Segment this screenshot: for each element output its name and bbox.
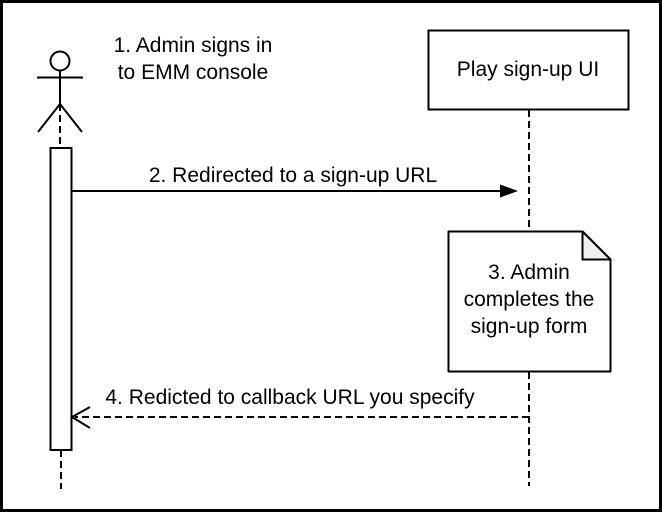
message-4-open-arrowhead-icon <box>70 406 91 429</box>
note-label-line3: sign-up form <box>470 315 588 338</box>
play-signup-box-label: Play sign-up UI <box>456 58 600 81</box>
activation-bar <box>49 147 73 451</box>
note-shape <box>447 230 612 373</box>
note-label: 3. Admin completes the sign-up form <box>448 259 610 340</box>
message-2-arrowhead-icon <box>500 184 518 198</box>
actor-head <box>49 50 71 72</box>
step1-label: 1. Admin signs in to EMM console <box>73 32 313 86</box>
step4-label: 4. Redicted to callback URL you specify <box>105 386 475 409</box>
play-signup-box <box>427 29 630 111</box>
step1-label-line1: 1. Admin signs in <box>113 34 273 57</box>
actor-leg-left <box>37 103 61 133</box>
step1-label-line2: to EMM console <box>117 61 269 84</box>
note-label-line1: 3. Admin <box>488 261 570 284</box>
actor-leg-right <box>59 103 83 133</box>
note-fold-corner-icon <box>581 230 612 261</box>
note-label-line2: completes the <box>463 288 595 311</box>
step2-label: 2. Redirected to a sign-up URL <box>148 164 438 187</box>
admin-actor-icon <box>37 50 83 133</box>
